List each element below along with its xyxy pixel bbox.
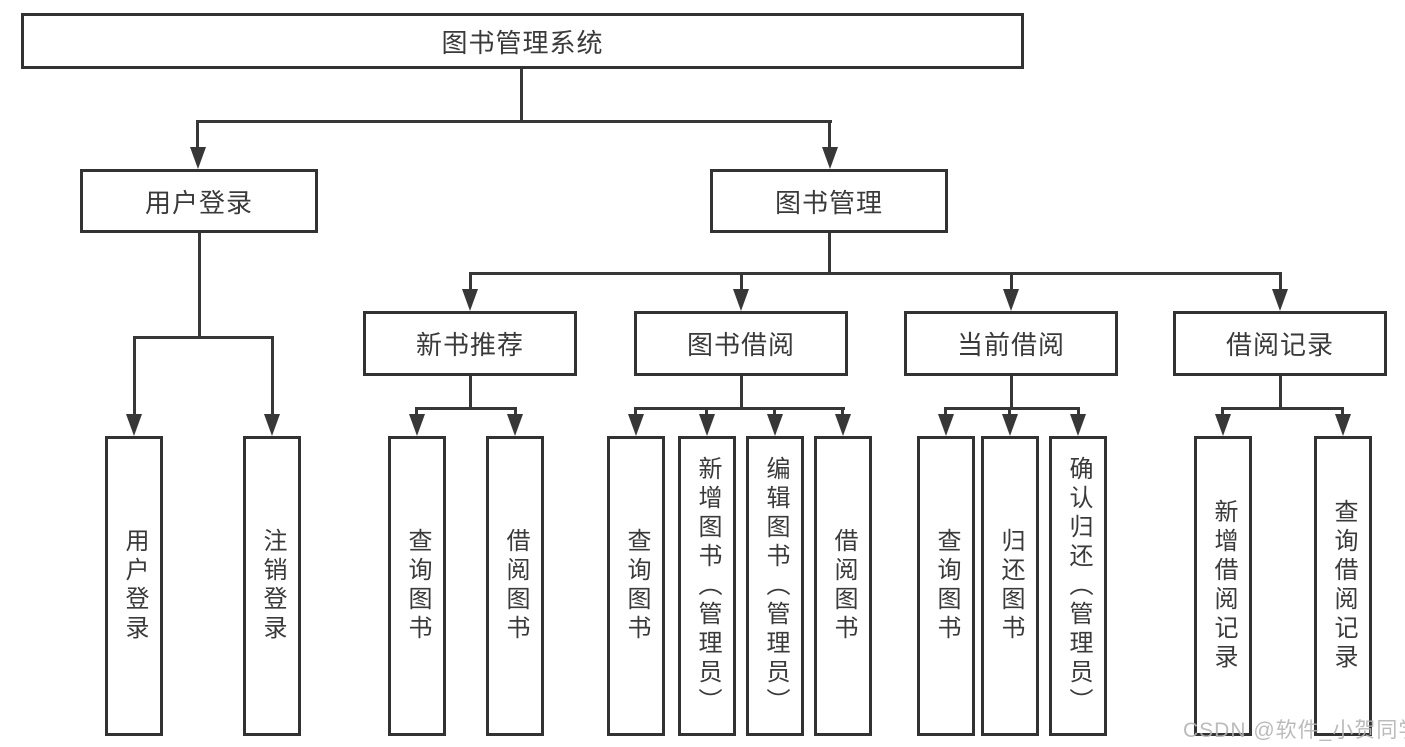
leaf-query-books-borrowing: 查询图书 [607, 436, 665, 736]
connector-line [634, 407, 845, 410]
connector-line [944, 407, 1080, 410]
node-root-library-management-system: 图书管理系统 [21, 13, 1024, 69]
arrow-down-icon [822, 147, 838, 169]
connector-line [133, 336, 274, 339]
connector-line [634, 407, 637, 418]
connector-line [705, 407, 708, 418]
connector-line [1279, 272, 1282, 292]
connector-line [1221, 407, 1224, 418]
arrow-down-icon [767, 414, 783, 436]
arrow-down-icon [190, 147, 206, 169]
connector-line [469, 272, 1282, 275]
arrow-down-icon [699, 414, 715, 436]
connector-line [196, 120, 832, 123]
connector-line [944, 407, 947, 418]
arrow-down-icon [409, 414, 425, 436]
connector-line [1008, 407, 1011, 418]
node-book-borrowing: 图书借阅 [634, 311, 848, 376]
leaf-label: 确认归还（管理员） [1065, 455, 1092, 717]
connector-line [520, 69, 523, 122]
connector-line [415, 407, 517, 410]
connector-line [514, 407, 517, 418]
connector-line [469, 272, 472, 292]
leaf-label: 新增借阅记录 [1210, 499, 1237, 673]
connector-line [1221, 407, 1344, 410]
arrow-down-icon [733, 289, 749, 311]
leaf-user-login: 用户登录 [105, 436, 163, 736]
connector-line [740, 376, 743, 410]
leaf-confirm-return-admin: 确认归还（管理员） [1049, 436, 1107, 736]
connector-line [415, 407, 418, 418]
leaf-label: 查询图书 [933, 528, 960, 644]
node-book-management: 图书管理 [710, 169, 948, 233]
leaf-return-books: 归还图书 [981, 436, 1039, 736]
leaf-query-borrow-record: 查询借阅记录 [1314, 436, 1372, 736]
connector-line [773, 407, 776, 418]
connector-line [133, 336, 136, 418]
arrow-down-icon [1215, 414, 1231, 436]
leaf-label: 借阅图书 [502, 528, 529, 644]
leaf-label: 编辑图书（管理员） [762, 455, 789, 717]
arrow-down-icon [462, 289, 478, 311]
node-user-login: 用户登录 [80, 169, 318, 233]
arrow-down-icon [1002, 414, 1018, 436]
arrow-down-icon [1335, 414, 1351, 436]
leaf-borrow-books: 借阅图书 [814, 436, 872, 736]
arrow-down-icon [938, 414, 954, 436]
connector-line [841, 407, 844, 418]
leaf-label: 注销登录 [259, 528, 286, 644]
arrow-down-icon [1272, 289, 1288, 311]
leaf-label: 查询图书 [623, 528, 650, 644]
connector-line [196, 120, 199, 150]
connector-line [1341, 407, 1344, 418]
connector-line [1077, 407, 1080, 418]
leaf-add-borrow-record: 新增借阅记录 [1194, 436, 1252, 736]
node-new-book-recommendation: 新书推荐 [363, 311, 577, 376]
leaf-query-books-recommend: 查询图书 [388, 436, 446, 736]
connector-line [828, 233, 831, 275]
arrow-down-icon [264, 414, 280, 436]
leaf-label: 归还图书 [997, 528, 1024, 644]
arrow-down-icon [1070, 414, 1086, 436]
arrow-down-icon [628, 414, 644, 436]
connector-line [740, 272, 743, 292]
leaf-label: 查询图书 [404, 528, 431, 644]
arrow-down-icon [126, 414, 142, 436]
leaf-label: 用户登录 [121, 528, 148, 644]
connector-line [469, 376, 472, 410]
leaf-label: 新增图书（管理员） [694, 455, 721, 717]
leaf-edit-books-admin: 编辑图书（管理员） [746, 436, 804, 736]
arrow-down-icon [835, 414, 851, 436]
node-current-borrowing: 当前借阅 [904, 311, 1118, 376]
leaf-query-books-current: 查询图书 [917, 436, 975, 736]
connector-line [1279, 376, 1282, 410]
connector-line [828, 120, 831, 150]
connector-line [271, 336, 274, 418]
arrow-down-icon [1003, 289, 1019, 311]
arrow-down-icon [507, 414, 523, 436]
connector-line [1010, 272, 1013, 292]
leaf-add-books-admin: 新增图书（管理员） [678, 436, 736, 736]
connector-line [198, 233, 201, 339]
leaf-logout: 注销登录 [243, 436, 301, 736]
leaf-label: 查询借阅记录 [1330, 499, 1357, 673]
csdn-watermark: CSDN @软件_小贺同学 [1183, 719, 1405, 742]
leaf-label: 借阅图书 [830, 528, 857, 644]
node-borrowing-records: 借阅记录 [1173, 311, 1387, 376]
leaf-borrow-books-recommend: 借阅图书 [486, 436, 544, 736]
connector-line [1010, 376, 1013, 410]
